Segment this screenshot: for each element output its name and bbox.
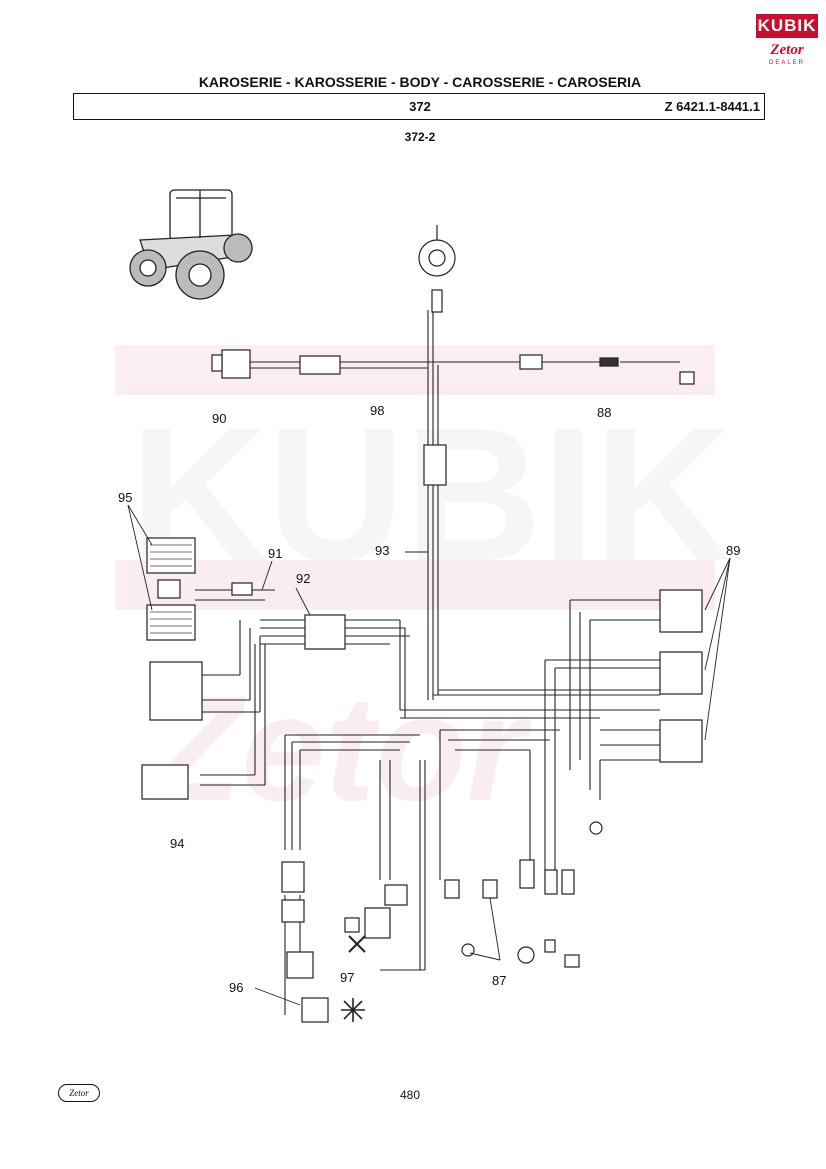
callout-leaders xyxy=(127,504,731,1006)
kubik-zetor-logo: KUBIK Zetor DEALER xyxy=(756,14,818,72)
logo-kubik-text: KUBIK xyxy=(756,14,818,38)
tractor-illustration xyxy=(129,189,253,300)
components xyxy=(141,225,703,1023)
switch-97 xyxy=(286,951,314,979)
fan-icon xyxy=(348,935,366,953)
sensor-87c xyxy=(461,943,475,957)
callout-98: 98 xyxy=(370,403,384,418)
connector-lower-left-2 xyxy=(281,899,305,923)
plug-50 xyxy=(544,939,556,953)
fan-motor-95a xyxy=(146,537,196,574)
switch-90 xyxy=(221,349,251,379)
figure-number: 372-2 xyxy=(404,130,436,144)
beacon-connector xyxy=(431,289,443,313)
battery-88 xyxy=(679,371,695,385)
connector-98 xyxy=(299,355,341,375)
battery-30 xyxy=(564,954,580,968)
beacon-lamp-inner xyxy=(428,249,446,267)
relay-89c xyxy=(659,719,703,763)
callout-92: 92 xyxy=(296,571,310,586)
ground-point xyxy=(589,821,603,835)
callout-90: 90 xyxy=(212,411,226,426)
watermark-kubik: KUBIK xyxy=(130,389,732,601)
connector-88 xyxy=(519,354,543,370)
callout-93: 93 xyxy=(375,543,389,558)
connector-lower-left xyxy=(281,861,305,893)
page-number: 480 xyxy=(399,1088,421,1102)
section-heading: KAROSERIE - KAROSSERIE - BODY - CAROSSER… xyxy=(198,74,642,90)
callout-88: 88 xyxy=(597,405,611,420)
connector-91 xyxy=(231,582,253,596)
watermark-band-2 xyxy=(115,560,715,610)
connector-50 xyxy=(544,869,558,895)
callout-89: 89 xyxy=(726,543,740,558)
valve-plug xyxy=(344,917,360,933)
resistor-block xyxy=(149,661,203,721)
model-range: Z 6421.1-8441.1 xyxy=(664,99,760,114)
snowflake-icon xyxy=(341,998,365,1022)
callout-97: 97 xyxy=(340,970,354,985)
callout-94: 94 xyxy=(170,836,184,851)
connector-92 xyxy=(304,614,346,650)
group-number: 372 xyxy=(409,99,431,114)
switch-96 xyxy=(301,997,329,1023)
switch-90-plug xyxy=(211,354,223,372)
callout-95: 95 xyxy=(118,490,132,505)
relay-89a xyxy=(659,589,703,633)
fuse-88 xyxy=(599,357,619,367)
harness-wires xyxy=(195,310,680,1015)
callout-91: 91 xyxy=(268,546,282,561)
connector-30 xyxy=(561,869,575,895)
logo-dealer-text: DEALER xyxy=(768,60,805,66)
switch-94 xyxy=(141,764,189,800)
watermark: KUBIK Zetor xyxy=(115,345,732,832)
watermark-band xyxy=(115,345,715,395)
sensor-87a xyxy=(444,879,460,899)
fan-control-95 xyxy=(157,579,181,599)
lamp-58 xyxy=(517,946,535,964)
connector-58 xyxy=(519,859,535,889)
callout-87: 87 xyxy=(492,973,506,988)
title-box xyxy=(73,93,765,120)
relay-89b xyxy=(659,651,703,695)
logo-zetor-text: Zetor xyxy=(770,42,804,58)
sensor-87b xyxy=(482,879,498,899)
trunk-connector-93 xyxy=(423,444,447,486)
footer-logo: Zetor xyxy=(58,1084,100,1102)
callout-96: 96 xyxy=(229,980,243,995)
watermark-zetor: Zetor xyxy=(146,664,533,832)
valve-connector xyxy=(364,907,391,939)
connector-mid xyxy=(384,884,408,906)
fan-motor-95b xyxy=(146,604,196,641)
